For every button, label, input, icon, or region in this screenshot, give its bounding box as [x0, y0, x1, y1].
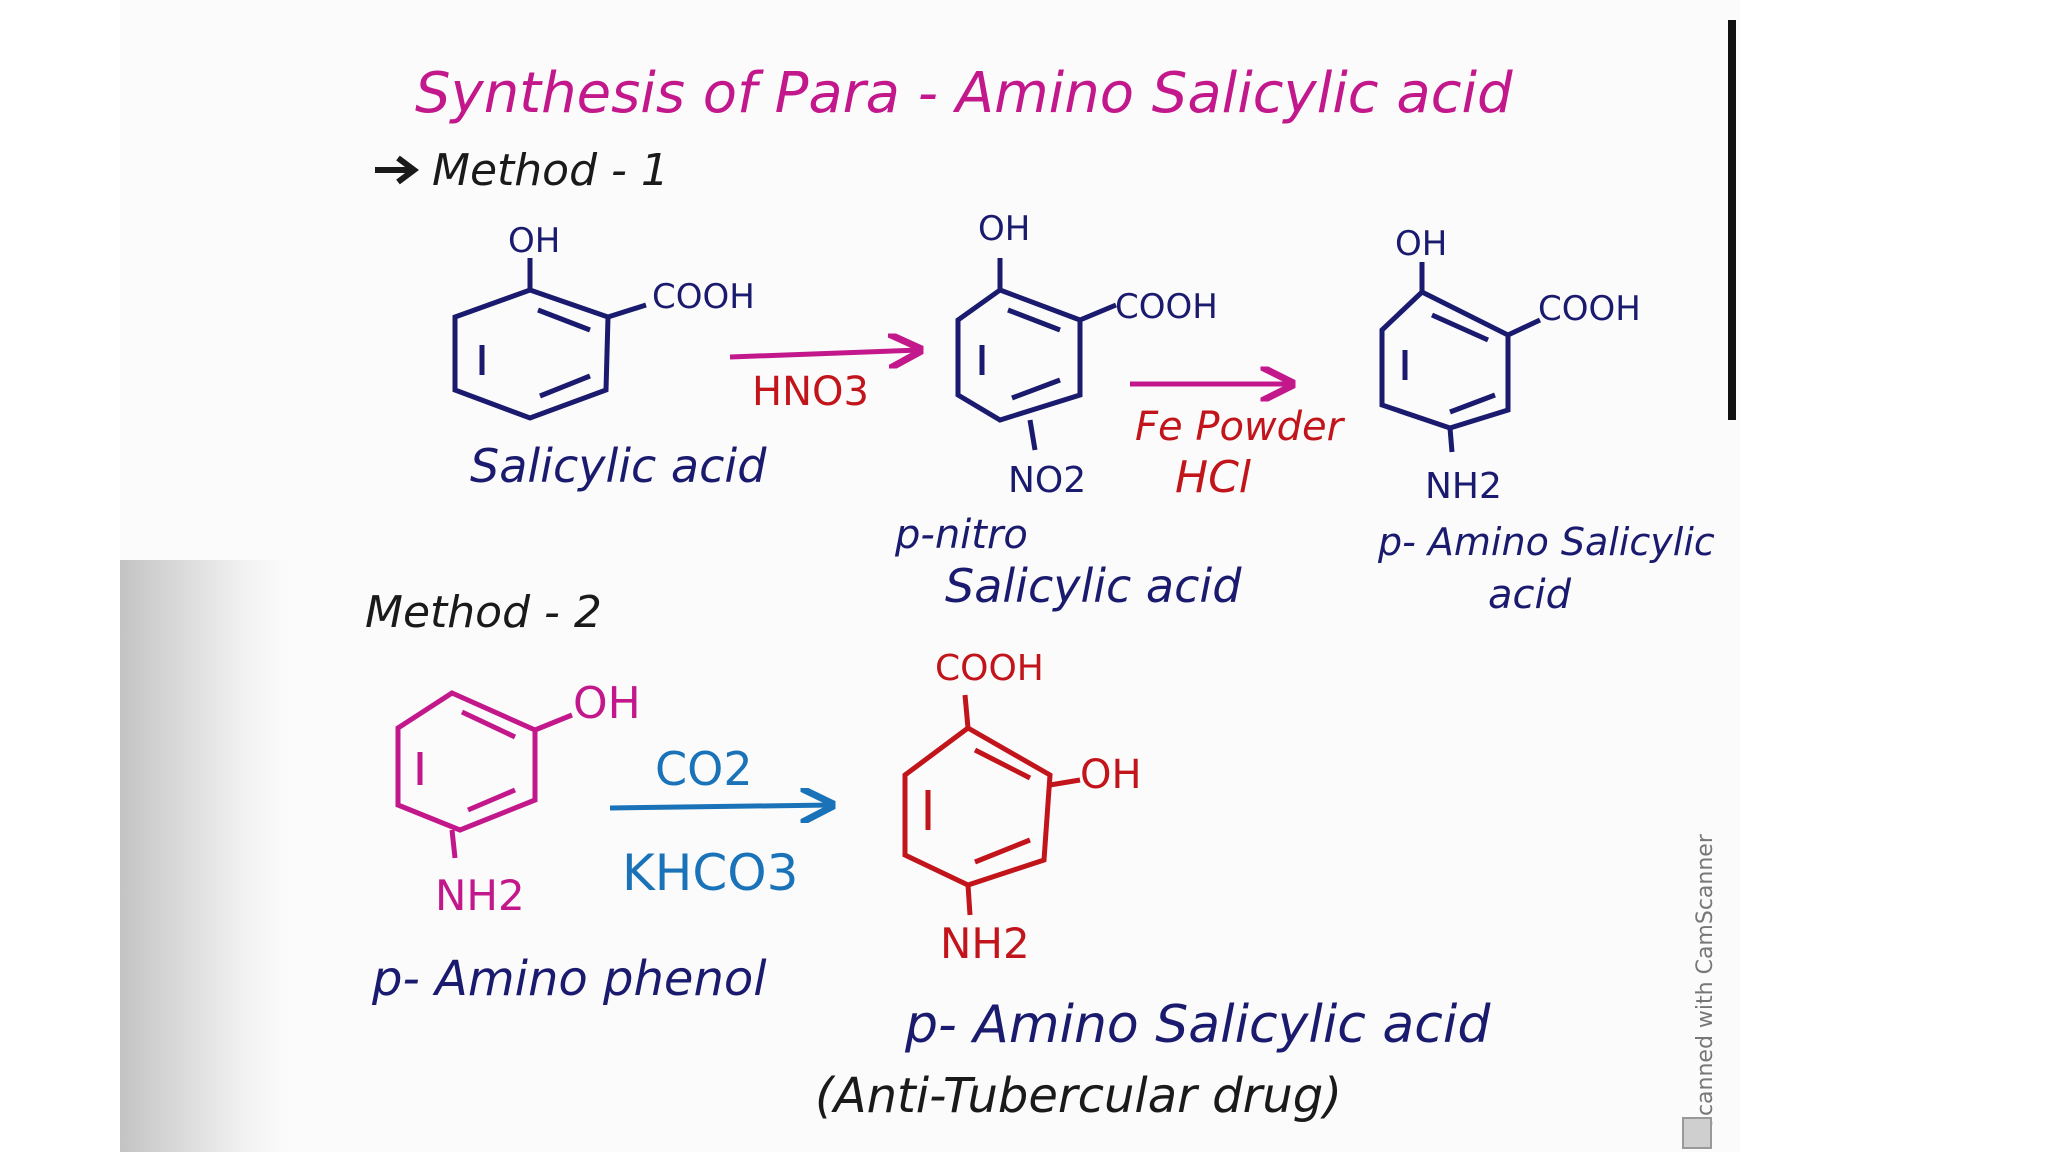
carboxylation-arrow [609, 805, 832, 808]
aminophenol-label: p- Amino phenol [371, 951, 767, 1007]
p-amino-m1-oh: OH [1395, 224, 1447, 264]
hcl-reagent: HCl [1175, 452, 1252, 503]
p-amino-salicylic-structure-m1 [1379, 262, 1542, 453]
paper-shadow [120, 560, 320, 1152]
nitration-arrow [729, 350, 920, 357]
p-amino-salicylic-structure-m2 [902, 694, 1081, 916]
salicylic-acid-label: Salicylic acid [470, 439, 767, 493]
salicylic-acid-structure [452, 258, 647, 421]
hno3-reagent: HNO3 [752, 369, 869, 415]
arrow-right-icon [375, 155, 419, 185]
fe-powder-reagent: Fe Powder [1135, 404, 1346, 450]
aminophenol-oh: OH [573, 678, 641, 729]
salicylic-cooh: COOH [652, 277, 755, 317]
method-2-heading: Method - 2 [365, 587, 602, 638]
paper-sheet [120, 0, 1740, 1152]
camscanner-logo [1682, 1117, 1712, 1149]
paper-edge [1728, 20, 1736, 420]
salicylic-oh: OH [508, 221, 560, 261]
p-nitro-oh: OH [978, 209, 1030, 249]
camscanner-watermark: Scanned with CamScanner [1693, 833, 1718, 1130]
p-amino-m1-label-line2: acid [1488, 572, 1572, 618]
p-amino-m2-cooh: COOH [935, 648, 1044, 689]
p-aminophenol-structure [395, 690, 573, 859]
p-amino-m1-nh2: NH2 [1425, 466, 1502, 507]
p-amino-m2-oh: OH [1080, 752, 1142, 798]
anti-tubercular-note: (Anti-Tubercular drug) [815, 1068, 1342, 1124]
p-amino-m1-cooh: COOH [1538, 289, 1641, 329]
co2-reagent: CO2 [655, 742, 753, 796]
page-title: Synthesis of Para - Amino Salicylic acid [415, 61, 1513, 126]
p-nitro-salicylic-structure [955, 258, 1117, 451]
p-amino-m1-label-line1: p- Amino Salicylic [1377, 520, 1715, 564]
p-amino-m2-nh2: NH2 [940, 919, 1030, 968]
aminophenol-nh2: NH2 [435, 871, 525, 920]
p-amino-m2-label: p- Amino Salicylic acid [904, 995, 1491, 1055]
p-nitro-no2: NO2 [1008, 460, 1086, 501]
p-nitro-label-line1: p-nitro [894, 512, 1028, 558]
method-1-heading: Method - 1 [432, 145, 669, 196]
p-nitro-cooh: COOH [1115, 287, 1218, 327]
khco3-reagent: KHCO3 [622, 844, 798, 902]
p-nitro-label-line2: Salicylic acid [945, 559, 1242, 613]
